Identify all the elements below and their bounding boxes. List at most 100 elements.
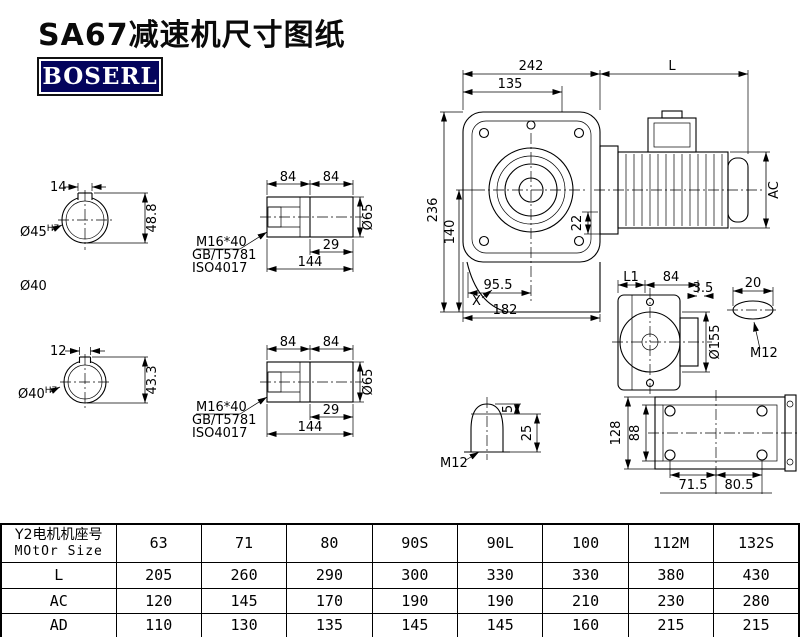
size-80: 80: [286, 523, 373, 563]
dim-3-5: 3.5: [693, 281, 714, 296]
cell: 330: [456, 561, 544, 589]
cell: 210: [542, 587, 629, 614]
cell: 120: [115, 587, 202, 614]
dim-L: L: [668, 59, 676, 74]
cell: 145: [200, 587, 288, 614]
dim-144: 144: [298, 255, 323, 270]
row-label-L: L: [0, 561, 117, 589]
cell: 215: [627, 612, 715, 637]
size-90L: 90L: [456, 523, 544, 563]
row-label-AD: AD: [0, 612, 117, 637]
label-gb-t5781: GB/T5781: [192, 248, 256, 263]
cell: 190: [456, 587, 544, 614]
shaft-side-view-1: 84 84 29 144 Ø65 M16*40 GB/T5781 ISO4017: [192, 170, 376, 276]
cell: 380: [627, 561, 715, 589]
dim-43-3: 43.3: [145, 366, 160, 395]
cell: 205: [115, 561, 202, 589]
label-iso4017: ISO4017: [192, 426, 247, 441]
dim-84-right: 84: [323, 170, 340, 185]
dim-144: 144: [298, 420, 323, 435]
dim-242: 242: [519, 59, 544, 74]
label-iso4017: ISO4017: [192, 261, 247, 276]
label-gb-t5781: GB/T5781: [192, 413, 256, 428]
cell: 430: [713, 561, 800, 589]
dim-84-left: 84: [280, 335, 297, 350]
header-motor-size-en: MOtOr Size: [14, 544, 103, 560]
size-63: 63: [115, 523, 202, 563]
mount-view: 128 88 71.5 80.5: [609, 390, 797, 494]
dim-20: 20: [745, 276, 762, 291]
dim-L1: L1: [623, 270, 639, 285]
dim-dia65: Ø65: [361, 204, 376, 231]
cell: 300: [371, 561, 459, 589]
label-m16: M16*40: [196, 400, 247, 415]
cell: 215: [713, 612, 800, 637]
dim-14: 14: [50, 180, 67, 195]
dim-80-5: 80.5: [725, 478, 754, 493]
plug-view: 5 25 M12: [440, 397, 541, 471]
table-header-row: Y2电机机座号 MOtOr Size 63 71 80 90S 90L 100 …: [0, 523, 800, 563]
cell: 290: [286, 561, 373, 589]
dim-dia45-h7: Ø45H7: [20, 224, 59, 240]
cell: 280: [713, 587, 800, 614]
page-title: SA67减速机尺寸图纸: [38, 18, 346, 53]
dim-dia65: Ø65: [361, 369, 376, 396]
dim-dia155: Ø155: [708, 324, 723, 359]
size-100: 100: [542, 523, 629, 563]
dim-135: 135: [498, 77, 523, 92]
shaft-side-view-2: 84 84 29 144 Ø65 M16*40 GB/T5781 ISO4017: [192, 335, 376, 441]
dim-84-right: 84: [323, 335, 340, 350]
dim-95-5: 95.5: [484, 278, 513, 293]
cell: 190: [371, 587, 459, 614]
label-m16: M16*40: [196, 235, 247, 250]
front-view: 242 L 135 236 140 22 AC 95.5 182 X: [426, 59, 782, 322]
label-dia40: Ø40: [20, 279, 47, 294]
size-71: 71: [200, 523, 288, 563]
dim-88: 88: [628, 425, 643, 442]
size-112M: 112M: [627, 523, 715, 563]
cell: 145: [371, 612, 459, 637]
dim-128: 128: [609, 421, 624, 446]
side-view: L1 84 3.5 20 Ø155 M12: [612, 270, 779, 396]
cell: 160: [542, 612, 629, 637]
dim-236: 236: [426, 198, 441, 223]
dim-25: 25: [520, 425, 535, 442]
dim-dia40-h7: Ø40H7: [18, 386, 57, 402]
cell: 330: [542, 561, 629, 589]
dim-84-left: 84: [280, 170, 297, 185]
cell: 135: [286, 612, 373, 637]
dim-12: 12: [50, 344, 67, 359]
table-row-AD: AD 110 130 135 145 145 160 215 215: [0, 612, 800, 637]
cell: 145: [456, 612, 544, 637]
dim-29: 29: [323, 403, 340, 418]
dim-140: 140: [443, 220, 458, 245]
table-row-AC: AC 120 145 170 190 190 210 230 280: [0, 587, 800, 614]
dim-22: 22: [570, 215, 585, 232]
header-motor-size-cn: Y2电机机座号: [15, 527, 103, 544]
cell: 130: [200, 612, 288, 637]
boserl-logo: BOSERL: [37, 57, 163, 96]
table-row-L: L 205 260 290 300 330 330 380 430: [0, 561, 800, 589]
size-132S: 132S: [713, 523, 800, 563]
dim-182: 182: [493, 303, 518, 318]
label-m12-plug: M12: [440, 456, 468, 471]
motor-size-table: Y2电机机座号 MOtOr Size 63 71 80 90S 90L 100 …: [0, 523, 800, 637]
cell: 230: [627, 587, 715, 614]
dim-29: 29: [323, 238, 340, 253]
cell: 260: [200, 561, 288, 589]
cell: 170: [286, 587, 373, 614]
size-90S: 90S: [371, 523, 459, 563]
label-X: X: [472, 294, 481, 309]
row-label-AC: AC: [0, 587, 117, 614]
header-motor-size: Y2电机机座号 MOtOr Size: [0, 523, 117, 563]
dim-84-side: 84: [663, 270, 680, 285]
label-m12-side: M12: [750, 346, 778, 361]
dim-48-8: 48.8: [145, 204, 160, 233]
dim-71-5: 71.5: [679, 478, 708, 493]
shaft-end-view-40: 12 Ø40H7 43.3: [18, 344, 160, 410]
technical-drawing: 14 Ø45H7 48.8 Ø40 12 Ø40H7 43.3: [18, 59, 797, 494]
dim-5: 5: [501, 405, 516, 413]
dim-AC: AC: [767, 181, 782, 199]
cell: 110: [115, 612, 202, 637]
